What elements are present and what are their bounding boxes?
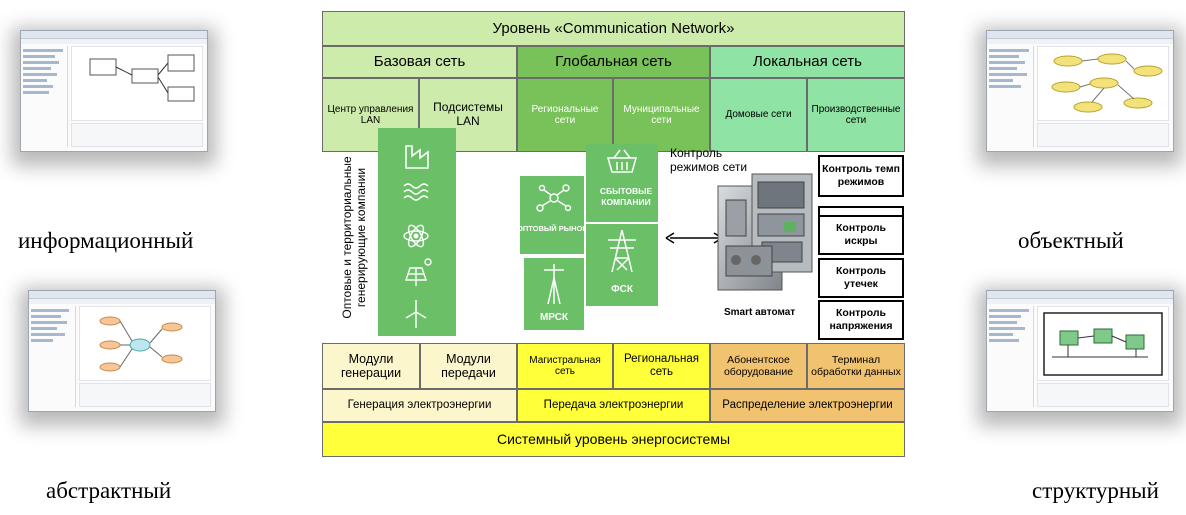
fsk-box: ФСК	[586, 224, 658, 306]
industrial-networks: Производственные сети	[807, 78, 905, 152]
local-network-title: Локальная сеть	[710, 46, 905, 78]
wholesale-market-label: ОПТОВЫЙ РЫНОК	[517, 224, 587, 233]
communication-level-title: Уровень «Communication Network»	[322, 11, 905, 46]
caption-abstract: абстрактный	[46, 478, 172, 503]
fsk-label: ФСК	[611, 284, 633, 295]
power-pylon-icon	[608, 229, 636, 273]
caption-structural: структурный	[1032, 478, 1159, 503]
control-spark: Контроль искры	[818, 215, 904, 255]
data-processing-terminal: Терминал обработки данных	[807, 343, 905, 389]
informational-model-thumbnail	[20, 30, 208, 152]
generators-column	[378, 128, 456, 336]
global-network-title: Глобальная сеть	[517, 46, 710, 78]
caption-object: объектный	[1018, 228, 1124, 253]
generation-modules: Модули генерации	[322, 343, 420, 389]
abstract-model-thumbnail	[28, 290, 216, 412]
lan-subsystems: Подсистемы LAN	[419, 78, 517, 152]
network-control-label: Контроль режимов сети	[670, 146, 748, 175]
regional-networks: Региональные сети	[517, 78, 613, 152]
wind-turbine-icon	[405, 300, 427, 328]
wholesale-market-box: ОПТОВЫЙ РЫНОК	[517, 176, 587, 254]
smart-breaker-image	[717, 173, 813, 291]
system-level: Системный уровень энергосистемы	[322, 422, 905, 457]
double-arrow-icon	[665, 232, 723, 244]
network-nodes-icon	[536, 184, 572, 212]
object-model-thumbnail	[986, 30, 1174, 152]
control-temp-modes: Контроль темп режимов	[818, 155, 904, 197]
waves-icon	[403, 183, 429, 201]
sales-companies-box: СБЫТОВЫЕ КОМПАНИИ	[586, 144, 658, 222]
mrsk-box: МРСК	[524, 258, 584, 330]
regional-network: Региональная сеть	[613, 343, 710, 389]
electricity-generation: Генерация электроэнергии	[322, 389, 517, 422]
utility-pole-icon	[544, 264, 564, 305]
mrsk-label: МРСК	[539, 312, 569, 323]
smart-breaker-label: Smart автомат	[724, 307, 796, 318]
caption-informational: информационный	[18, 228, 194, 253]
control-voltage: Контроль напряжения	[818, 300, 904, 340]
subscriber-equipment: Абонентское оборудование	[710, 343, 807, 389]
municipal-networks: Муниципальные сети	[613, 78, 710, 152]
structural-model-thumbnail	[986, 290, 1174, 412]
factory-icon	[405, 145, 429, 169]
sales-companies-label: СБЫТОВЫЕ КОМПАНИИ	[599, 186, 653, 207]
generators-label: Оптовые и территориальные генерирующие к…	[340, 156, 369, 319]
atom-icon	[403, 224, 429, 248]
solar-panel-icon	[405, 258, 432, 286]
home-networks: Домовые сети	[710, 78, 807, 152]
electricity-distribution: Распределение электроэнергии	[710, 389, 905, 422]
control-leakage: Контроль утечек	[818, 258, 904, 298]
base-network-title: Базовая сеть	[322, 46, 517, 78]
transmission-modules: Модули передачи	[420, 343, 517, 389]
trunk-network: Магистральная сеть	[517, 343, 613, 389]
electricity-transmission: Передача электроэнергии	[517, 389, 710, 422]
basket-icon	[607, 149, 637, 173]
